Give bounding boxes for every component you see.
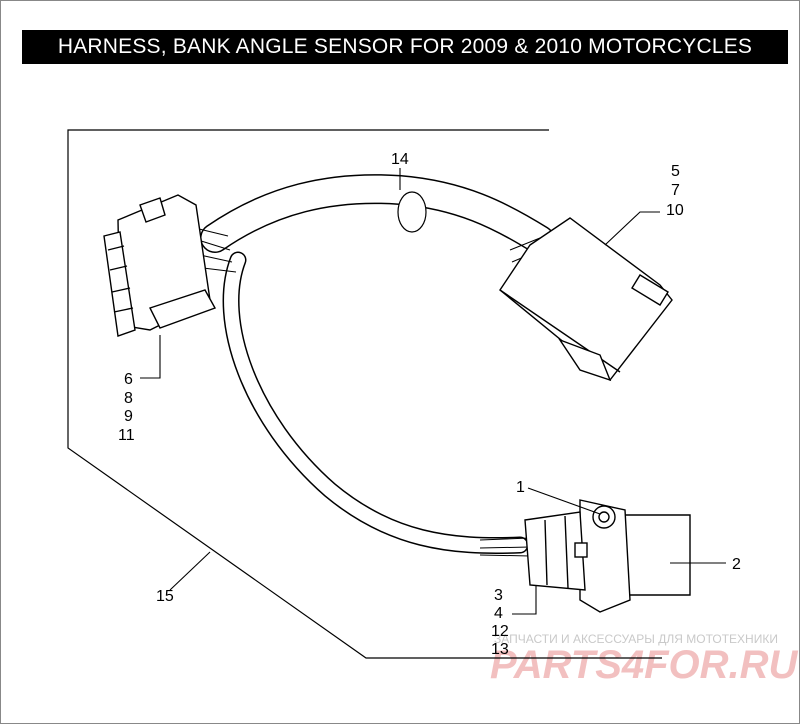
watermark-brand: PARTS4FOR.RU (490, 643, 799, 687)
bank-angle-sensor (524, 499, 691, 613)
callout-10: 10 (666, 202, 684, 219)
callout-4: 4 (494, 605, 503, 622)
callout-2: 2 (732, 556, 741, 573)
wire-breakouts (194, 227, 549, 557)
callout-13: 13 (491, 641, 509, 658)
callout-7: 7 (671, 182, 680, 199)
page-title: HARNESS, BANK ANGLE SENSOR FOR 2009 & 20… (57, 35, 753, 58)
right-connector (499, 217, 673, 382)
watermark-tagline: ЗАПЧАСТИ И АКСЕССУАРЫ ДЛЯ МОТОТЕХНИКИ (494, 632, 778, 646)
leader-lines (140, 168, 726, 615)
boundary-lines (67, 129, 662, 659)
callout-15: 15 (156, 588, 174, 605)
callout-5: 5 (671, 163, 680, 180)
callout-9: 9 (124, 408, 133, 425)
left-connector (103, 194, 217, 337)
callout-12: 12 (491, 623, 509, 640)
callout-6: 6 (124, 371, 133, 388)
callout-1: 1 (516, 479, 525, 496)
harness-upper-cable (200, 174, 555, 255)
callout-14: 14 (391, 151, 409, 168)
callout-11: 11 (118, 427, 135, 444)
callout-8: 8 (124, 390, 133, 407)
title-bar: HARNESS, BANK ANGLE SENSOR FOR 2009 & 20… (22, 30, 788, 64)
harness-lower-cable (222, 251, 529, 555)
callout-3: 3 (494, 587, 503, 604)
